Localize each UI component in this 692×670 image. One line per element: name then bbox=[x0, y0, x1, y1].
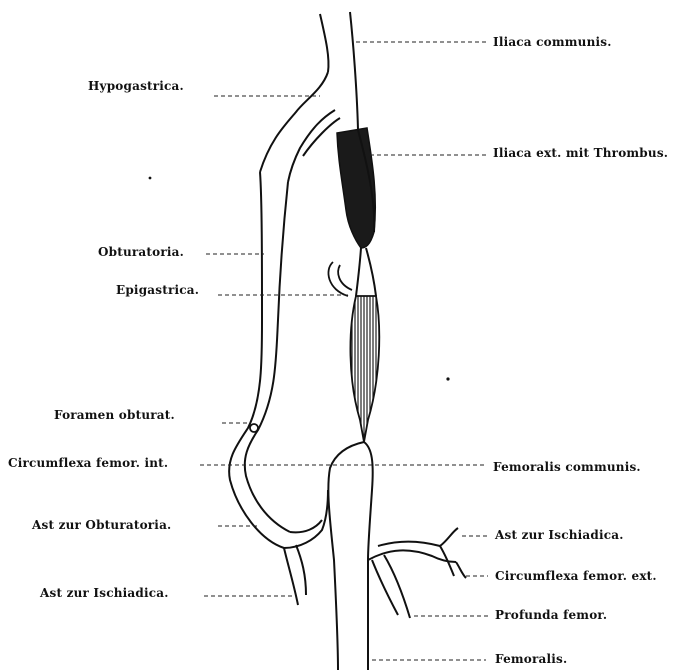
label-hypogastrica: Hypogastrica. bbox=[88, 79, 184, 93]
label-femoralis: Femoralis. bbox=[495, 652, 567, 666]
label-iliaca-ext-thrombus: Iliaca ext. mit Thrombus. bbox=[493, 146, 668, 160]
iliaca-communis-vessel bbox=[320, 12, 358, 130]
label-obturatoria: Obturatoria. bbox=[98, 245, 184, 259]
speck-mark bbox=[446, 377, 449, 380]
label-circumflexa-femor-int: Circumflexa femor. int. bbox=[8, 456, 168, 470]
label-epigastrica: Epigastrica. bbox=[116, 283, 199, 297]
label-foramen-obturat: Foramen obturat. bbox=[54, 408, 175, 422]
iliaca-ext-neck bbox=[356, 248, 376, 296]
epigastrica-vessel bbox=[328, 262, 352, 296]
label-femoralis-communis: Femoralis communis. bbox=[493, 460, 641, 474]
obturatoria-junction bbox=[284, 490, 328, 605]
hypogastrica-vessel bbox=[260, 72, 340, 182]
hatched-thrombus bbox=[350, 296, 379, 442]
label-ast-zur-obturatoria: Ast zur Obturatoria. bbox=[32, 518, 171, 532]
profunda-femor-vessel bbox=[368, 528, 466, 618]
label-circumflexa-femor-ext: Circumflexa femor. ext. bbox=[495, 569, 657, 583]
label-profunda-femor: Profunda femor. bbox=[495, 608, 607, 622]
label-iliaca-communis: Iliaca communis. bbox=[493, 35, 612, 49]
label-ast-zur-ischiadica-left: Ast zur Ischiadica. bbox=[40, 586, 169, 600]
label-ast-zur-ischiadica-right: Ast zur Ischiadica. bbox=[495, 528, 624, 542]
thrombus-mass bbox=[337, 128, 375, 248]
obturatoria-vessel bbox=[229, 172, 290, 548]
femoralis-communis-vessel bbox=[328, 442, 372, 670]
speck-mark bbox=[149, 177, 152, 180]
foramen-obturat-mark bbox=[250, 424, 258, 432]
